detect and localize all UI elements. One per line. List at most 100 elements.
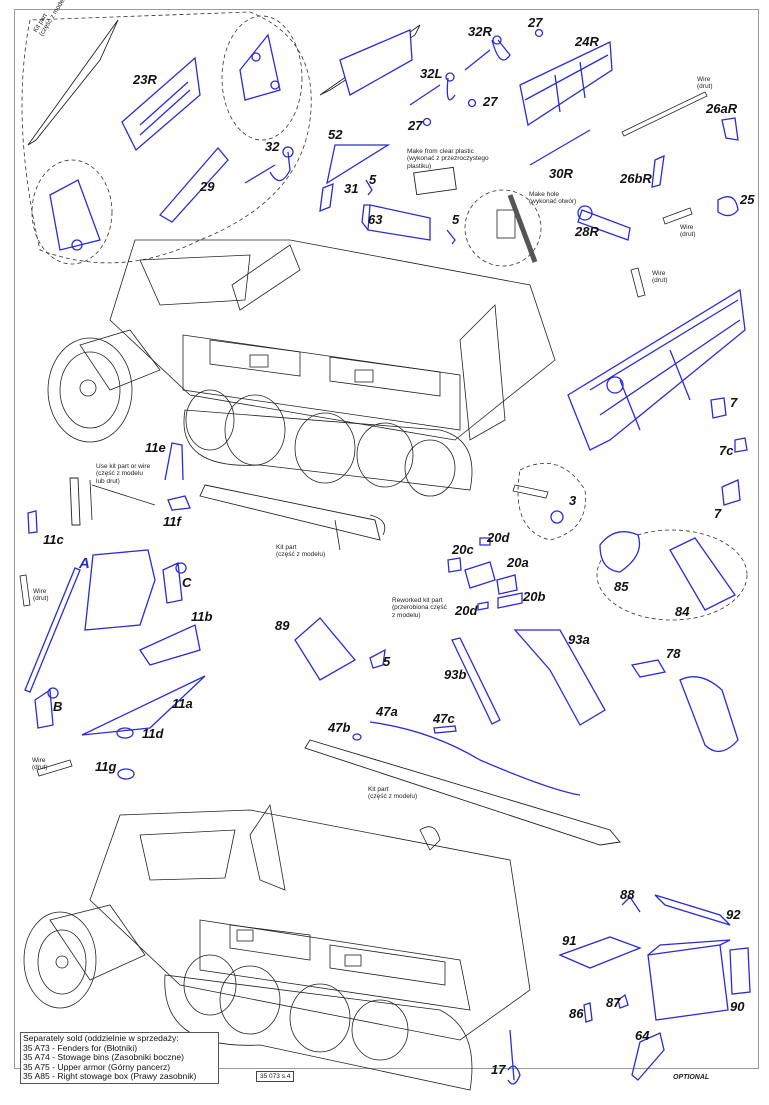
part-label-85: 85 bbox=[614, 579, 629, 594]
post-kit bbox=[69, 477, 81, 526]
bracket-90-side bbox=[729, 947, 751, 995]
halftrack-hull-bottom bbox=[23, 803, 531, 1091]
part-label-78: 78 bbox=[666, 646, 681, 661]
clip-47b bbox=[352, 733, 362, 741]
plate-20d-bottom bbox=[477, 601, 489, 611]
wire-piece-3 bbox=[512, 484, 549, 499]
rod-kit bbox=[89, 479, 156, 521]
part-label-20d-bottom: 20d bbox=[455, 603, 478, 618]
bracket-32 bbox=[244, 151, 291, 184]
part-label-11d: 11d bbox=[142, 726, 164, 741]
part-label-7b: 7 bbox=[714, 506, 722, 521]
wire-piece-left bbox=[19, 574, 31, 607]
separately-sold-legend: Separately sold (oddzielnie w sprzedaży:… bbox=[20, 1032, 219, 1084]
part-label-27a: 27 bbox=[528, 15, 543, 30]
detail-bubble-top bbox=[221, 15, 303, 141]
part-label-24R: 24R bbox=[575, 34, 599, 49]
bumper-24R bbox=[519, 41, 613, 127]
part-label-84: 84 bbox=[675, 604, 690, 619]
nut-3 bbox=[550, 510, 564, 524]
plate-52 bbox=[326, 144, 391, 185]
part-label-90: 90 bbox=[730, 999, 745, 1014]
washer-27c bbox=[422, 117, 432, 127]
part-label-29: 29 bbox=[200, 179, 215, 194]
legend-item: 35 A85 - Right stowage box (Prawy zasobn… bbox=[23, 1071, 197, 1082]
part-label-91: 91 bbox=[562, 933, 577, 948]
part-label-86: 86 bbox=[569, 1006, 584, 1021]
washer-11g bbox=[117, 768, 135, 780]
part-label-52: 52 bbox=[328, 127, 343, 142]
wire-piece-2 bbox=[630, 267, 646, 298]
note-kit-part-rifle: Kit part (część z modelu) bbox=[368, 786, 418, 801]
part-label-11a: 11a bbox=[172, 696, 193, 711]
page-code: 35 073 s.4 bbox=[256, 1071, 295, 1082]
box-reworked bbox=[464, 561, 496, 589]
part-label-92: 92 bbox=[726, 907, 741, 922]
detail-bubble-stowage bbox=[596, 529, 748, 621]
note-reworked: Reworked kit part (przerobiona część z m… bbox=[392, 597, 447, 619]
part-label-27c: 27 bbox=[408, 118, 423, 133]
part-label-93b: 93b bbox=[444, 667, 467, 682]
part-label-5a: 5 bbox=[369, 172, 377, 187]
note-use-kit-part: Use kit part or wire (część z modelu lub… bbox=[96, 463, 151, 485]
part-label-11g: 11g bbox=[95, 759, 117, 774]
frame-assembly bbox=[567, 288, 746, 451]
rod-30R bbox=[529, 129, 591, 166]
handle-11e bbox=[164, 442, 184, 481]
part-label-28R: 28R bbox=[575, 224, 599, 239]
clip-78 bbox=[630, 659, 667, 678]
part-label-7c: 7c bbox=[719, 443, 734, 458]
part-label-31: 31 bbox=[344, 181, 359, 196]
legend-item: 35 A74 - Stowage bins (Zasobniki boczne) bbox=[23, 1052, 184, 1063]
legend-title: Separately sold (oddzielnie w sprzedaży: bbox=[23, 1033, 179, 1043]
note-wire-1: Wire (drut) bbox=[697, 76, 713, 91]
bracket-26bR bbox=[651, 154, 665, 188]
part-label-26bR: 26bR bbox=[620, 171, 652, 186]
bracket-5a bbox=[365, 179, 373, 196]
drill-rod bbox=[507, 194, 538, 263]
note-optional: OPTIONAL bbox=[673, 1074, 710, 1081]
part-label-C: C bbox=[182, 575, 192, 590]
hinge-B bbox=[34, 688, 54, 729]
detail-bubble-3 bbox=[517, 463, 586, 541]
part-label-27b: 27 bbox=[483, 94, 498, 109]
note-wire-2: Wire (drut) bbox=[680, 224, 696, 239]
sling-47a bbox=[369, 721, 581, 796]
note-kit-part-mg: Kit part (część z modelu) bbox=[276, 544, 326, 559]
part-label-11f: 11f bbox=[163, 514, 181, 529]
note-clear-plastic: Make from clear plastic (wykonać z przez… bbox=[407, 148, 489, 170]
part-label-64: 64 bbox=[635, 1028, 650, 1043]
clip-7c bbox=[734, 437, 748, 453]
note-wire-bottom-left: Wire (drut) bbox=[32, 757, 48, 772]
detail-bubble-hole bbox=[464, 189, 542, 267]
part-label-23R: 23R bbox=[133, 72, 157, 87]
washer-27b bbox=[467, 98, 477, 108]
windshield-A bbox=[24, 567, 81, 693]
bracket-26aR bbox=[721, 117, 739, 141]
arm-29 bbox=[158, 146, 229, 223]
clip-7b bbox=[721, 479, 741, 506]
lid-92 bbox=[654, 894, 731, 926]
part-label-17: 17 bbox=[491, 1062, 506, 1077]
part-label-7a: 7 bbox=[730, 395, 738, 410]
wire-piece-1 bbox=[662, 207, 693, 225]
plate-20b bbox=[497, 592, 523, 609]
part-label-3: 3 bbox=[569, 493, 577, 508]
strip-93b bbox=[451, 637, 501, 725]
part-label-11c: 11c bbox=[43, 532, 64, 547]
mirror-frame-23R bbox=[121, 56, 201, 152]
bracket-32L bbox=[409, 77, 456, 106]
tag-88 bbox=[621, 895, 641, 913]
stowage-rack bbox=[679, 676, 739, 752]
part-label-47c: 47c bbox=[433, 711, 455, 726]
bracket-20a bbox=[496, 574, 518, 595]
plate-11c bbox=[27, 510, 38, 534]
plate-31 bbox=[319, 182, 334, 213]
clip-7a bbox=[710, 397, 727, 419]
hook-86 bbox=[583, 1002, 593, 1023]
box-lid-85 bbox=[599, 531, 641, 573]
note-wire-3: Wire (drut) bbox=[652, 270, 668, 285]
part-label-87: 87 bbox=[606, 995, 621, 1010]
part-label-5b: 5 bbox=[452, 212, 460, 227]
